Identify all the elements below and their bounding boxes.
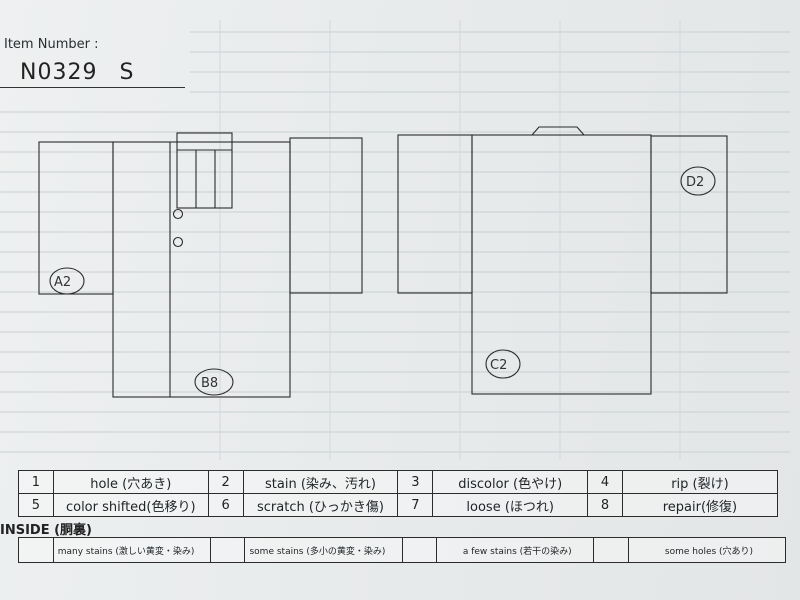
front-view: [38, 132, 363, 398]
mark-d2: D2: [686, 175, 704, 190]
inside-row: many stains (激しい黄変・染み) some stains (多小の黄…: [18, 537, 787, 563]
inside-checkbox[interactable]: [209, 537, 246, 563]
mark-a2: A2: [54, 275, 71, 290]
item-number-label: Item Number :: [4, 37, 99, 52]
legend-num: 1: [18, 470, 54, 494]
back-collar: [530, 126, 586, 136]
inside-option-label: many stains (激しい黄変・染み): [52, 537, 211, 563]
item-number-underline: [0, 87, 185, 88]
legend-text: rip (裂け): [621, 470, 779, 494]
legend-text: stain (染み、汚れ): [242, 470, 399, 494]
legend-text: hole (穴あき): [52, 470, 209, 494]
item-code: N0329: [20, 60, 98, 85]
inside-option-label: a few stains (若干の染み): [436, 537, 595, 563]
inside-checkbox[interactable]: [18, 537, 54, 563]
inside-checkbox[interactable]: [593, 537, 629, 563]
button-bottom: [172, 236, 184, 248]
legend-text: color shifted(色移り): [52, 493, 209, 517]
legend-num: 2: [207, 470, 244, 494]
back-body: [471, 134, 652, 395]
legend-num: 4: [587, 470, 623, 494]
inside-option-label: some holes (穴あり): [627, 537, 787, 563]
front-collar: [176, 132, 233, 209]
legend-num: 5: [18, 493, 54, 517]
inside-checkbox[interactable]: [401, 537, 438, 563]
mark-b8: B8: [201, 376, 218, 391]
legend-num: 7: [397, 493, 434, 517]
legend-text: repair(修復): [621, 493, 779, 517]
mark-c2: C2: [490, 358, 507, 373]
front-body: [112, 141, 291, 398]
legend-text: scratch (ひっかき傷): [242, 493, 399, 517]
inside-option-label: some stains (多小の黄変・染み): [244, 537, 403, 563]
legend-num: 8: [587, 493, 623, 517]
inside-section-title: INSIDE (胴裏): [0, 523, 92, 538]
legend-row: 1 hole (穴あき) 2 stain (染み、汚れ) 3 discolor …: [18, 470, 779, 494]
back-view: [397, 126, 728, 395]
front-right-sleeve: [289, 137, 363, 294]
item-size: S: [119, 60, 135, 85]
legend-num: 3: [397, 470, 434, 494]
back-left-sleeve: [397, 134, 473, 294]
legend-text: loose (ほつれ): [432, 493, 589, 517]
front-left-sleeve: [38, 141, 114, 295]
back-right-sleeve: [650, 135, 728, 294]
button-top: [172, 208, 184, 220]
legend-row: 5 color shifted(色移り) 6 scratch (ひっかき傷) 7…: [18, 493, 779, 517]
legend-num: 6: [207, 493, 244, 517]
garment-diagram: A2 B8 C2 D2: [38, 126, 728, 398]
inside-lining-table: many stains (激しい黄変・染み) some stains (多小の黄…: [18, 537, 787, 563]
damage-legend-table: 1 hole (穴あき) 2 stain (染み、汚れ) 3 discolor …: [18, 470, 779, 517]
legend-text: discolor (色やけ): [432, 470, 589, 494]
item-number-value: N0329 S: [20, 60, 134, 85]
